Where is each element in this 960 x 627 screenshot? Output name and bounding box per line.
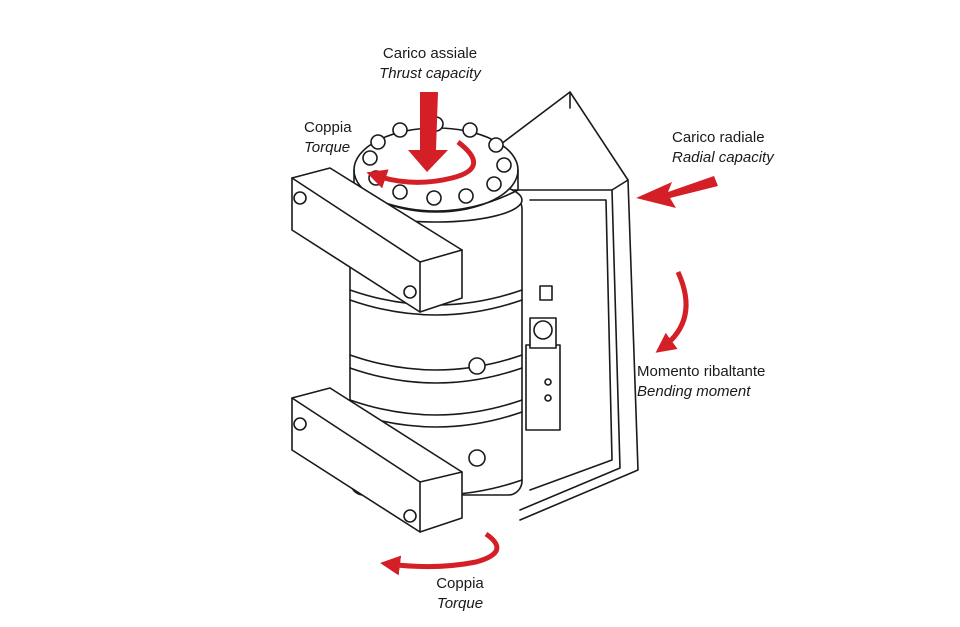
- radial-label: Carico radiale Radial capacity: [672, 128, 774, 168]
- lower-mounting-arm: [291, 387, 463, 533]
- radial-label-it: Carico radiale: [672, 129, 765, 146]
- bending-arrow: [655, 270, 689, 353]
- thrust-label: Carico assiale Thrust capacity: [360, 44, 500, 84]
- thrust-label-it: Carico assiale: [382, 45, 478, 62]
- thrust-arrow: [408, 92, 448, 172]
- bending-label-en: Bending moment: [637, 383, 751, 400]
- torque-top-arrow: [366, 140, 477, 189]
- bending-label-it: Momento ribaltante: [637, 363, 766, 380]
- torque-bottom-label-en: Torque: [436, 595, 484, 612]
- torque-top-label-it: Coppia: [304, 119, 352, 136]
- torque-bottom-arrow: [380, 531, 500, 576]
- torque-bottom-label-it: Coppia: [436, 575, 484, 592]
- radial-arrow: [636, 176, 718, 208]
- torque-top-label: Coppia Torque: [304, 118, 352, 158]
- top-flange: [353, 116, 519, 213]
- upper-mounting-arm: [291, 167, 463, 313]
- radial-label-en: Radial capacity: [672, 149, 774, 166]
- torque-top-label-en: Torque: [304, 139, 351, 156]
- valve-block: [525, 285, 561, 431]
- torque-bottom-label: Coppia Torque: [410, 574, 510, 614]
- bending-label: Momento ribaltante Bending moment: [637, 362, 765, 402]
- thrust-label-en: Thrust capacity: [379, 65, 481, 82]
